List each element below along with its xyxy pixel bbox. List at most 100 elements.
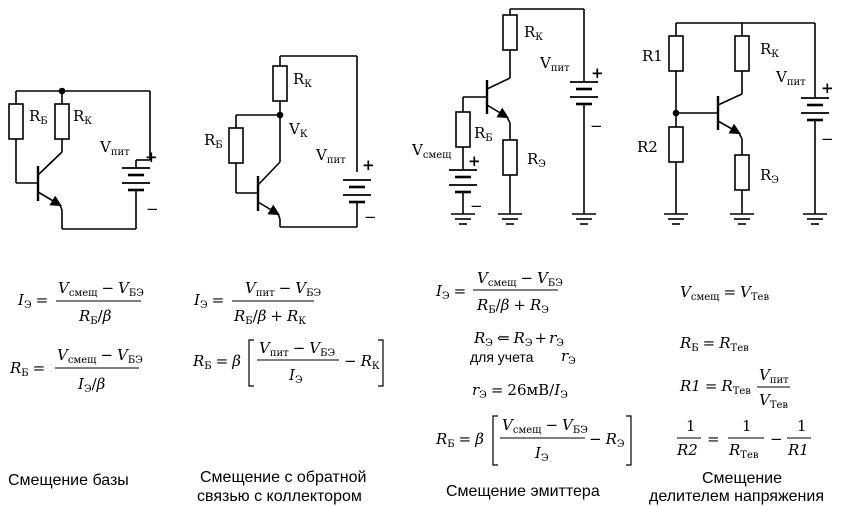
svg-text:−: − — [364, 208, 377, 226]
svg-text:RК: RК — [760, 40, 779, 60]
resistor-re — [502, 139, 518, 176]
svg-text:rЭ: rЭ — [561, 347, 576, 367]
svg-text:VК: VК — [288, 120, 308, 140]
svg-text:RБ/β: RБ/β — [78, 307, 112, 327]
resistor-rk — [502, 14, 518, 51]
resistor-rk — [54, 103, 70, 140]
ground-symbol — [498, 213, 522, 225]
ground-symbol — [803, 213, 827, 225]
svg-text:R1: R1 — [787, 441, 809, 459]
svg-text:для учета: для учета — [470, 349, 534, 365]
svg-text:RЭ: RЭ — [527, 150, 546, 170]
svg-text:RК: RК — [524, 23, 543, 43]
svg-text:RБ: RБ — [29, 107, 48, 127]
circuit-collector-feedback — [228, 55, 371, 228]
formulas-collector-feedback: IЭ= Vпит−VБЭ RБ/β+RК RБ=β Vпит−VБЭ IЭ −R… — [192, 279, 384, 387]
svg-text:IЭ/β: IЭ/β — [77, 375, 106, 395]
circuit-base-bias-labels: RБ RК Vпит + − — [29, 107, 159, 218]
ground-symbol — [572, 213, 596, 225]
svg-text:Vсмещ: Vсмещ — [411, 141, 452, 161]
svg-text:−: − — [770, 430, 783, 448]
svg-text:−RЭ: −RЭ — [589, 430, 625, 450]
caption-voltage-divider: делителем напряжения — [649, 488, 824, 505]
svg-text:1: 1 — [686, 417, 696, 435]
svg-text:IЭ=: IЭ= — [17, 291, 48, 311]
svg-text:RБ=β: RБ=β — [192, 352, 241, 372]
svg-text:Vпит: Vпит — [775, 68, 806, 88]
resistor-rb — [8, 103, 24, 140]
svg-text:Vпит−VБЭ: Vпит−VБЭ — [259, 339, 335, 359]
svg-text:RБ/β+RК: RБ/β+RК — [233, 307, 306, 327]
svg-text:+: + — [821, 79, 834, 97]
svg-text:Vсмещ−VБЭ: Vсмещ−VБЭ — [58, 279, 144, 299]
circuit-voltage-divider-labels: R1 R2 RК Vпит + − RЭ — [637, 40, 834, 186]
svg-text:+: + — [145, 148, 158, 166]
svg-text:Vсмещ−VБЭ: Vсмещ−VБЭ — [502, 416, 588, 436]
caption-voltage-divider: Смещение — [702, 470, 782, 487]
svg-text:Vсмещ−VБЭ: Vсмещ−VБЭ — [57, 346, 143, 366]
caption-emitter-bias: Смещение эмиттера — [446, 483, 600, 500]
svg-text:1: 1 — [797, 417, 807, 435]
svg-text:IЭ=: IЭ= — [193, 291, 224, 311]
svg-text:RК: RК — [293, 70, 312, 90]
formulas-base-bias: IЭ= Vсмещ−VБЭ RБ/β RБ= Vсмещ−VБЭ IЭ/β — [9, 279, 144, 395]
svg-text:−: − — [146, 200, 159, 218]
svg-text:R1: R1 — [642, 47, 663, 65]
svg-text:Vпит: Vпит — [99, 138, 130, 158]
circuit-base-bias — [8, 87, 151, 230]
resistor-r2 — [668, 126, 684, 163]
resistor-rk — [272, 65, 288, 102]
resistor-rk — [734, 35, 750, 72]
svg-text:RБ: RБ — [474, 124, 493, 144]
circuit-voltage-divider — [664, 22, 829, 225]
resistor-r1 — [668, 35, 684, 72]
caption-collector-feedback: Смещение с обратной — [200, 469, 366, 486]
resistor-rb — [228, 127, 244, 164]
svg-text:RБ=RТев: RБ=RТев — [679, 334, 749, 354]
svg-text:+: + — [468, 152, 481, 170]
svg-text:Vпит: Vпит — [539, 54, 570, 74]
ground-symbol — [664, 213, 688, 225]
ground-symbol — [451, 213, 475, 225]
circuit-emitter-bias — [449, 8, 598, 225]
svg-text:Vсмещ=VТев: Vсмещ=VТев — [680, 283, 769, 303]
svg-text:rЭ=26мВ/IЭ: rЭ=26мВ/IЭ — [472, 381, 568, 401]
resistor-re — [734, 154, 750, 191]
formulas-voltage-divider: Vсмещ=VТев RБ=RТев R1=RТев Vпит VТев 1 R… — [676, 283, 811, 461]
circuit-emitter-bias-labels: RК Vпит + − RБ RЭ Vсмещ + − — [411, 23, 604, 215]
svg-text:RБ: RБ — [204, 131, 223, 151]
svg-text:Vпит: Vпит — [315, 146, 346, 166]
svg-text:RТев: RТев — [728, 441, 759, 461]
svg-text:R2: R2 — [676, 441, 698, 459]
svg-text:RЭ⇐RЭ+rЭ: RЭ⇐RЭ+rЭ — [473, 329, 564, 349]
svg-text:−: − — [821, 130, 834, 148]
svg-text:IЭ: IЭ — [288, 366, 303, 386]
svg-text:+: + — [591, 64, 604, 82]
svg-text:−RК: −RК — [344, 352, 380, 372]
svg-text:1: 1 — [742, 417, 752, 435]
formulas-emitter-bias: IЭ= Vсмещ−VБЭ RБ/β+RЭ RЭ⇐RЭ+rЭ для учета… — [435, 269, 632, 466]
svg-text:Vсмещ−VБЭ: Vсмещ−VБЭ — [477, 269, 563, 289]
svg-text:RБ=β: RБ=β — [435, 430, 484, 450]
ground-symbol — [730, 213, 754, 225]
svg-text:RЭ: RЭ — [760, 166, 779, 186]
svg-text:Vпит−VБЭ: Vпит−VБЭ — [245, 279, 321, 299]
svg-text:−: − — [590, 117, 603, 135]
svg-text:R1=RТев: R1=RТев — [679, 377, 751, 397]
caption-base-bias: Смещение базы — [8, 472, 129, 489]
svg-text:RК: RК — [73, 107, 92, 127]
resistor-rb — [455, 111, 471, 148]
svg-text:=: = — [707, 430, 720, 448]
circuit-collector-feedback-labels: RК RБ VК Vпит + − — [204, 70, 377, 226]
svg-text:IЭ=: IЭ= — [435, 282, 466, 302]
svg-text:RБ=: RБ= — [9, 359, 45, 379]
svg-text:RБ/β+RЭ: RБ/β+RЭ — [476, 296, 549, 316]
svg-text:−: − — [470, 197, 483, 215]
svg-text:R2: R2 — [637, 138, 658, 156]
svg-text:Vпит: Vпит — [759, 366, 789, 386]
svg-text:IЭ: IЭ — [534, 444, 549, 464]
svg-text:VТев: VТев — [759, 391, 788, 411]
caption-collector-feedback: связью с коллектором — [197, 488, 362, 505]
svg-text:+: + — [362, 156, 375, 174]
